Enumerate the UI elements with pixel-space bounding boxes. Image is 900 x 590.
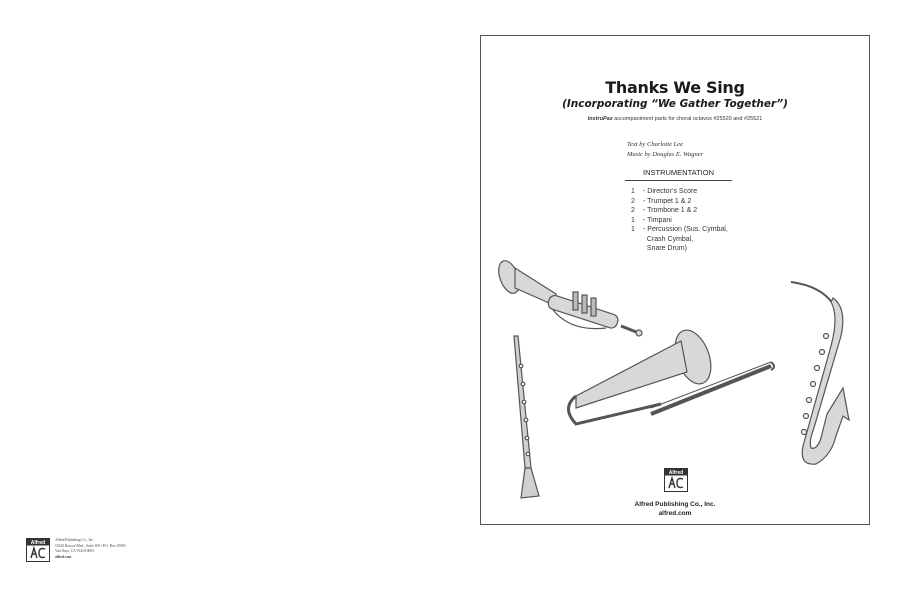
back-line: 16320 Roscoe Blvd., Suite 100 • P.O. Box… — [55, 543, 126, 548]
page-title: Thanks We Sing — [605, 78, 745, 97]
publisher-url: alfred.com — [658, 510, 692, 517]
trombone-icon — [567, 329, 775, 426]
front-cover: Thanks We Sing (Incorporating “We Gather… — [480, 35, 870, 525]
list-item: Snare Drum) — [646, 245, 687, 252]
saxophone-icon — [790, 281, 850, 465]
alfred-logo-icon: Alfred — [664, 468, 688, 492]
svg-text:Alfred: Alfred — [669, 470, 683, 476]
list-item: 1- Timpani — [631, 216, 672, 224]
instrupax-note: InstruPax accompaniment parts for choral… — [481, 116, 869, 122]
list-item: 2- Trombone 1 & 2 — [631, 207, 698, 214]
credits: Text by Charlotte Lee Music by Douglas E… — [627, 140, 703, 159]
back-url: alfred.com — [55, 554, 72, 559]
instrumentation-heading: INSTRUMENTATION — [625, 168, 732, 181]
back-line: Alfred Publishing Co., Inc. — [55, 538, 94, 542]
svg-text:Alfred: Alfred — [31, 540, 45, 546]
music-credit: Music by Douglas E. Wagner — [627, 150, 704, 158]
text-credit: Text by Charlotte Lee — [627, 141, 683, 148]
instruments-illustration — [498, 260, 850, 499]
page-subtitle: (Incorporating “We Gather Together”) — [562, 98, 788, 110]
publisher-name: Alfred Publishing Co., Inc. — [634, 501, 716, 508]
trumpet-icon — [498, 260, 643, 337]
list-item: Crash Cymbal, — [646, 235, 694, 243]
back-publisher-info: Alfred Publishing Co., Inc. 16320 Roscoe… — [55, 538, 126, 560]
instrupax-text: accompaniment parts for choral octavos #… — [612, 116, 763, 122]
clarinet-icon — [513, 335, 540, 499]
list-item: 1- Percussion (Sus. Cymbal, — [631, 226, 728, 233]
list-item: 1- Director’s Score — [631, 188, 698, 195]
instrupax-brand: InstruPax — [587, 116, 613, 122]
back-line: Van Nuys, CA 91410-0003 — [55, 549, 94, 554]
list-item: 2- Trumpet 1 & 2 — [631, 197, 692, 205]
alfred-logo-back-icon: Alfred — [26, 538, 50, 562]
instrumentation-list: 1- Director’s Score 2- Trumpet 1 & 2 2- … — [631, 187, 728, 254]
